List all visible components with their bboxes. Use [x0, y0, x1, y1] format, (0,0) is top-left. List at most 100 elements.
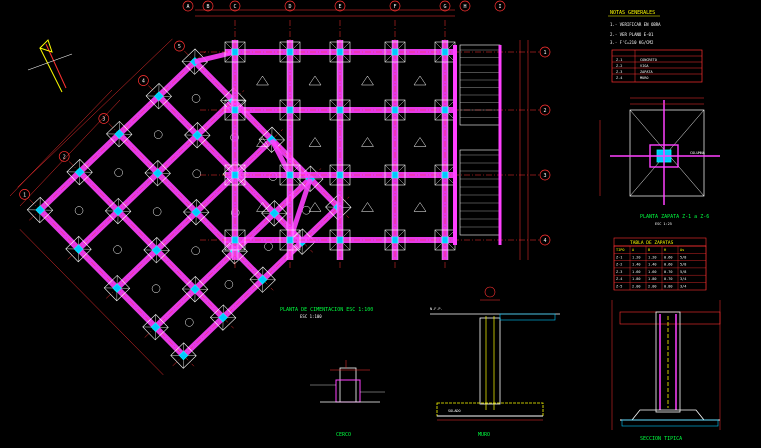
column	[112, 283, 122, 293]
axis-bubble-label: H	[463, 4, 466, 10]
column	[191, 207, 201, 217]
column	[231, 106, 239, 114]
footing	[142, 313, 169, 341]
table-cell: B	[648, 248, 650, 252]
cell-marker	[308, 202, 322, 212]
cell-marker	[224, 280, 234, 289]
column	[190, 284, 200, 294]
rot-footing	[183, 199, 210, 226]
notes-title: NOTAS GENERALES	[610, 10, 655, 16]
column	[441, 236, 449, 244]
legend-r4-c1: Z-4	[616, 76, 622, 80]
note-3: 3.- F'C=210 KG/CM2	[610, 40, 654, 45]
cell-marker	[191, 94, 201, 103]
column	[286, 106, 294, 114]
axis-bubble-label: A	[186, 4, 189, 10]
footing	[144, 159, 171, 187]
note-1: 1.- VERIFICAR EN OBRA	[610, 22, 661, 27]
rot-axis	[68, 161, 234, 329]
cell-marker	[256, 75, 269, 86]
plan-title: PLANTA DE CIMENTACION ESC 1:100	[280, 307, 373, 313]
footing	[224, 164, 246, 186]
axis-bubble	[58, 151, 70, 162]
rot-footing	[249, 266, 276, 293]
column	[336, 48, 344, 56]
column	[441, 48, 449, 56]
rot-footing	[103, 274, 131, 302]
cell-marker	[256, 137, 269, 147]
rot-footing	[106, 120, 133, 148]
footing	[181, 276, 209, 303]
rot-footing	[261, 200, 288, 227]
cell-marker	[308, 75, 322, 86]
north-arrow	[27, 39, 73, 93]
axis-bubble	[334, 0, 346, 12]
footing	[224, 229, 246, 251]
column	[178, 350, 189, 361]
column	[391, 106, 399, 114]
cell-marker	[113, 245, 122, 254]
rot-axis	[108, 123, 274, 291]
nfp-label: N.F.P.	[430, 307, 443, 311]
cell-marker	[151, 284, 161, 293]
column	[151, 245, 162, 255]
table-cell: 1.60	[632, 270, 640, 274]
column	[336, 236, 344, 244]
footing	[170, 342, 197, 369]
table-cell: As	[680, 248, 684, 252]
footing	[103, 274, 131, 302]
legend-r1-c2: CONCRETO	[640, 58, 657, 62]
footing	[224, 41, 246, 63]
cell-marker	[361, 137, 374, 147]
footing	[279, 41, 301, 63]
axis-bubble	[174, 40, 185, 52]
column	[258, 274, 268, 285]
footing	[221, 238, 248, 265]
column	[441, 171, 449, 179]
cell-marker	[152, 207, 162, 216]
axis-bubble-label: I	[498, 4, 501, 10]
axis-bubble-label: 1	[23, 192, 26, 198]
table-cell: 1.80	[632, 277, 640, 281]
axis-bubble	[539, 169, 551, 181]
footing	[258, 126, 285, 153]
rot-axis	[184, 50, 349, 219]
table-cell: 1.40	[648, 263, 656, 267]
legend-r4-c2: MURO	[640, 76, 648, 80]
rot-footing	[209, 304, 237, 331]
table-cell: 1.80	[648, 277, 656, 281]
axis-bubble	[138, 75, 149, 86]
table-cell: 1.40	[632, 263, 640, 267]
cell-marker	[361, 75, 374, 86]
footing	[183, 199, 210, 226]
footing	[289, 228, 316, 255]
footing	[145, 82, 172, 110]
column	[154, 91, 164, 101]
table-cell: H	[664, 248, 666, 252]
axis-bubble-label: G	[443, 4, 446, 10]
footing	[384, 164, 406, 186]
footing	[329, 41, 351, 63]
plan-scale: ESC 1:100	[300, 314, 322, 319]
column	[231, 171, 239, 179]
cell-marker	[256, 202, 269, 212]
rot-footing	[26, 196, 54, 224]
rot-dim	[17, 38, 173, 188]
cell-marker	[185, 318, 194, 327]
cell-marker	[74, 206, 84, 215]
legend-r3-c2: ZAPATA	[640, 70, 654, 74]
table-cell: 5/8	[680, 255, 686, 259]
table-cell: 0.80	[664, 285, 672, 289]
column	[73, 244, 84, 254]
rot-dim	[19, 229, 164, 376]
footing	[279, 229, 301, 251]
rot-footing	[184, 122, 211, 149]
axis-bubble-label: 5	[178, 44, 181, 50]
cell-marker	[192, 169, 201, 178]
axis-bubble	[494, 0, 506, 12]
column	[391, 171, 399, 179]
column	[114, 129, 124, 139]
column	[150, 322, 161, 332]
table-cell: 0.70	[664, 277, 672, 281]
